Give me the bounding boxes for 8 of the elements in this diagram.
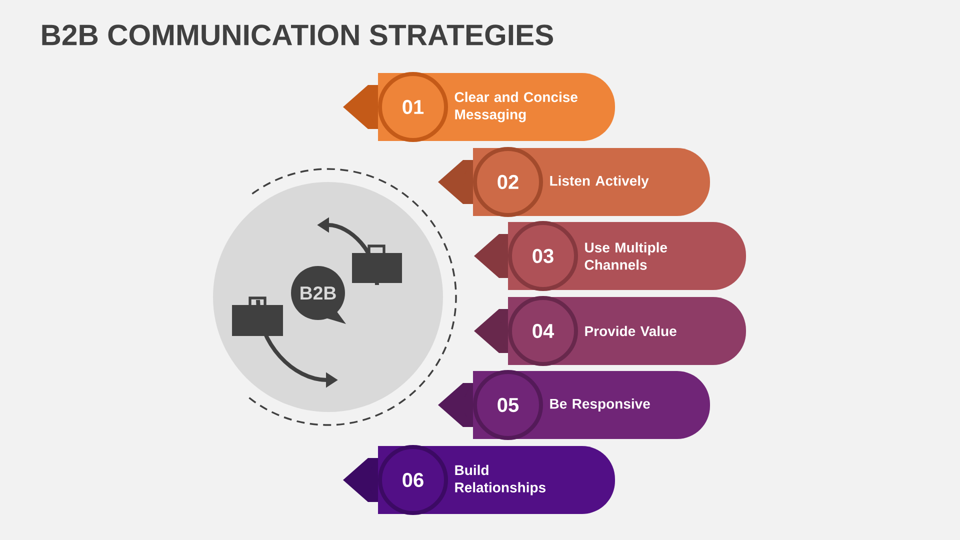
step-banner: 05 Be Responsive bbox=[438, 370, 710, 440]
step-banner: 06 Build Relationships bbox=[343, 445, 615, 515]
step-banner: 04 Provide Value bbox=[474, 296, 746, 366]
step-banner: 03 Use Multiple Channels bbox=[474, 221, 746, 291]
step-banner: 02 Listen Actively bbox=[438, 147, 710, 217]
step-banner: 01 Clear and Concise Messaging bbox=[343, 72, 615, 142]
title: B2B COMMUNICATION STRATEGIES bbox=[42, 24, 554, 46]
speech-bubble: B2B bbox=[291, 266, 345, 320]
